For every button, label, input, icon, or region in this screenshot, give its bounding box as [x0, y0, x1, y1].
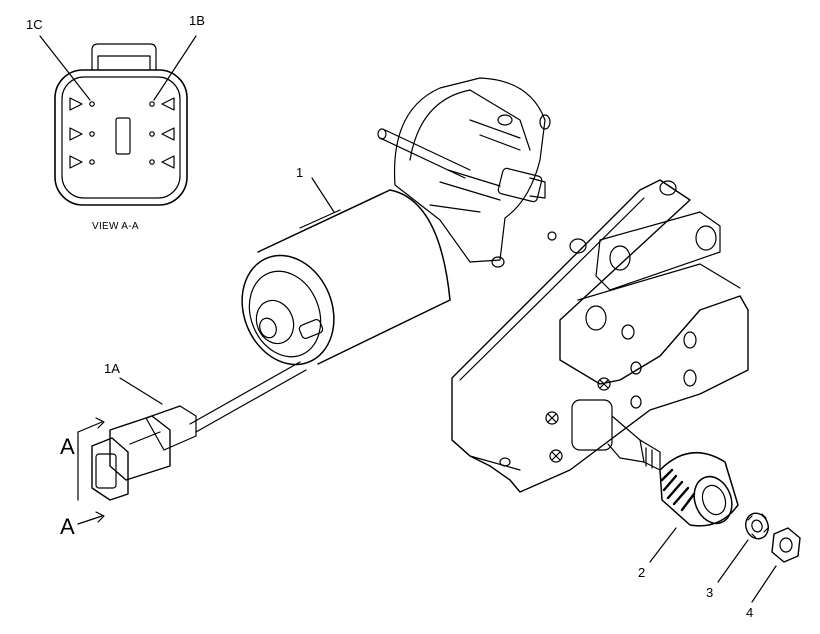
callout-2: 2 [638, 565, 646, 580]
hex-nut [751, 527, 801, 603]
section-mark-bottom: A [60, 514, 75, 539]
callout-1b: 1B [189, 13, 205, 28]
wiper-motor [241, 77, 551, 366]
motor-leader [311, 177, 335, 213]
view-label: VIEW A-A [92, 221, 139, 232]
wiper-spindle [571, 399, 661, 471]
section-arrows [77, 417, 105, 525]
drive-knob [649, 451, 739, 563]
callout-3: 3 [706, 585, 714, 600]
connector-end-view [39, 35, 197, 206]
callout-1: 1 [296, 165, 304, 180]
connector-plug [91, 405, 197, 501]
callout-4: 4 [746, 605, 754, 620]
callout-1a: 1A [104, 361, 120, 376]
mounting-bracket [451, 179, 749, 493]
section-mark-top: A [60, 434, 75, 459]
lock-washer [717, 512, 769, 583]
motor-cable [119, 361, 307, 433]
callout-1c: 1C [26, 17, 43, 32]
